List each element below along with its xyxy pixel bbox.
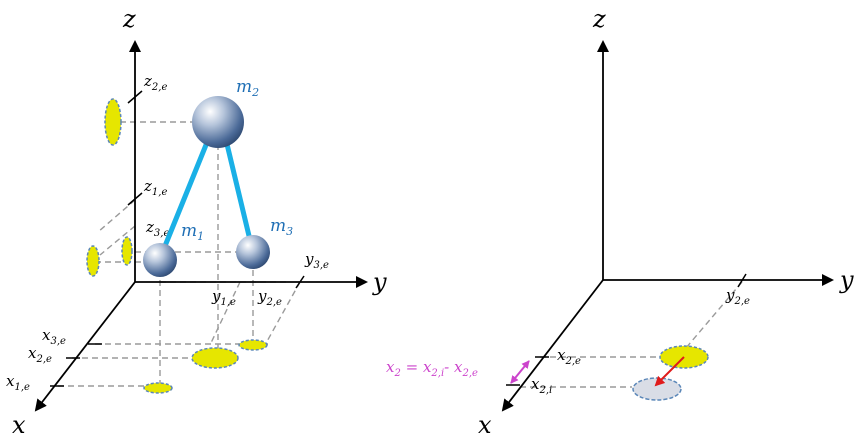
left-x2-label: x2,e xyxy=(28,344,52,365)
rod-m2-m3 xyxy=(223,137,253,243)
m2-xy-shadow xyxy=(191,347,239,369)
right-z-axis-label: z xyxy=(592,5,606,33)
mass-m3-label: m3 xyxy=(270,216,293,238)
right-projection-lines xyxy=(520,281,743,388)
mass-m2-sphere xyxy=(192,96,244,148)
left-x1-label: x1,e xyxy=(6,372,30,393)
left-z1-label: z1,e xyxy=(143,177,167,198)
initial-position-shadow xyxy=(632,377,682,401)
left-z2-tick xyxy=(127,90,143,104)
left-x-axis xyxy=(34,281,136,412)
displacement-arrow xyxy=(654,356,685,387)
left-z2-label: z2,e xyxy=(143,72,167,93)
left-y2-label: y2,e xyxy=(257,287,282,308)
right-y-axis-label: y xyxy=(839,266,854,294)
left-z1-tick xyxy=(127,192,143,206)
mass-m1-label: m1 xyxy=(181,221,204,243)
m1-zy-shadow xyxy=(86,245,100,277)
left-y-axis-label: y xyxy=(372,268,387,296)
left-z-axis-label: z xyxy=(122,5,136,33)
displacement-bracket-arrow xyxy=(510,360,530,384)
rod-m2-m1 xyxy=(162,137,211,249)
m1-xy-shadow xyxy=(143,382,173,394)
mass-m2-label: m2 xyxy=(236,77,259,99)
m2-zy-shadow xyxy=(104,98,122,146)
left-x-axis-label: x xyxy=(12,411,26,439)
right-x2i-label: x2,i xyxy=(531,375,552,396)
displacement-equation: x2 = x2,i- x2,e xyxy=(386,358,478,379)
right-x-axis-label: x xyxy=(478,411,492,439)
left-z3-label: z3,e xyxy=(145,218,169,239)
mass-m1-sphere xyxy=(143,243,177,277)
left-diagram: z y x z2,e z1,e z3,e y3,e y1,e y2,e x3,e… xyxy=(6,5,387,439)
m3-zy-shadow xyxy=(121,236,133,266)
right-diagram: z y x y2,e x2,e x2,i x2 = x2,i- x2,e xyxy=(386,5,854,439)
mass-m3-sphere xyxy=(236,235,270,269)
left-y1-label: y1,e xyxy=(211,287,236,308)
m3-xy-shadow xyxy=(238,339,268,351)
right-y2-label: y2,e xyxy=(725,286,750,307)
right-y2-tick xyxy=(737,273,747,288)
right-x2e-label: x2,e xyxy=(557,346,581,367)
left-y3-tick xyxy=(295,275,305,289)
left-x3-label: x3,e xyxy=(42,326,66,347)
right-x-axis xyxy=(501,279,604,412)
left-y3-label: y3,e xyxy=(304,250,329,271)
